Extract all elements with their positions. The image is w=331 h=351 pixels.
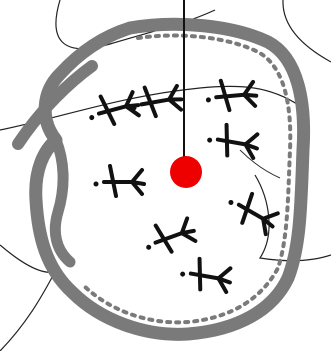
inner-guides bbox=[240, 150, 280, 178]
background-curve bbox=[283, 0, 331, 62]
bird-footprint-icon bbox=[223, 186, 282, 237]
bird-footprint-icon bbox=[205, 122, 260, 160]
ring-inner-loop bbox=[55, 140, 70, 262]
grey-ring bbox=[18, 24, 304, 334]
bird-footprint-icon bbox=[204, 78, 257, 112]
inner-curve bbox=[240, 150, 280, 178]
red-dot-marker[interactable] bbox=[170, 156, 202, 188]
ring-outer-stroke bbox=[36, 24, 304, 334]
bird-footprint-icon bbox=[140, 214, 198, 259]
bird-footprint-icon bbox=[178, 256, 233, 294]
bird-footprint-icon bbox=[94, 166, 145, 196]
